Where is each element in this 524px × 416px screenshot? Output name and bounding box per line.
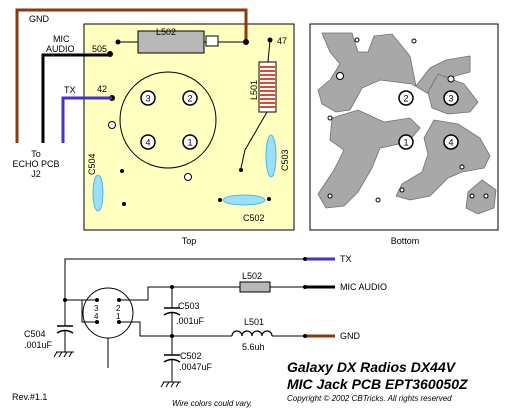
schematic-jack-pin-1: 1 bbox=[116, 312, 121, 321]
c502-value: .0047uF bbox=[179, 362, 213, 372]
pad-bottom bbox=[327, 193, 333, 199]
tx-wire-label: TX bbox=[64, 85, 76, 95]
revision-label: Rev.#1.1 bbox=[12, 392, 47, 402]
jack-pin-1-bottom: 1 bbox=[398, 134, 414, 150]
c503-value: .001uF bbox=[176, 316, 205, 326]
c503-label: C503 bbox=[178, 301, 200, 311]
l501-value: 5.6uh bbox=[242, 342, 265, 352]
jack-outline-top bbox=[119, 71, 217, 169]
svg-text:3: 3 bbox=[145, 94, 150, 104]
svg-text:2: 2 bbox=[403, 94, 408, 104]
c504-label: C504 bbox=[24, 329, 46, 339]
wire-color-note: Wire colors could vary. bbox=[172, 399, 252, 408]
copyright: Copyright © 2002 CBTricks. All rights re… bbox=[287, 394, 452, 403]
wires-to-pcb: GND MIC AUDIO TX To ECHO PCB J2 bbox=[12, 8, 249, 179]
svg-text:4: 4 bbox=[145, 138, 150, 148]
jack-pin-2-top: 2 bbox=[182, 90, 198, 106]
pad-bottom bbox=[411, 38, 417, 44]
mic-audio-label-2: AUDIO bbox=[46, 44, 75, 54]
c504-capacitor-top bbox=[92, 174, 104, 212]
pcb-bottom-view: 2 3 1 4 Bottom bbox=[309, 23, 499, 246]
via bbox=[218, 198, 222, 202]
to-label-3: J2 bbox=[31, 169, 41, 179]
pad-505-label: 505 bbox=[92, 44, 107, 54]
l501-inductor bbox=[231, 330, 273, 337]
c504-label-top: C504 bbox=[87, 153, 97, 175]
l501-coil-top bbox=[239, 39, 277, 172]
schematic-tx-line bbox=[64, 258, 305, 300]
svg-text:4: 4 bbox=[448, 138, 453, 148]
schematic-jack-pin-3: 3 bbox=[94, 304, 99, 313]
copper-traces bbox=[317, 32, 497, 215]
pcb-top-board bbox=[83, 23, 295, 231]
jack-pin-4-bottom: 4 bbox=[443, 134, 459, 150]
via bbox=[120, 169, 124, 173]
jack-pin-4-top: 4 bbox=[140, 134, 156, 150]
l502-inductor bbox=[239, 281, 271, 293]
diagram-title-line2: MIC Jack PCB EPT360050Z bbox=[287, 376, 468, 392]
c502-label-top: C502 bbox=[243, 213, 265, 223]
schematic-mic-audio-label: MIC AUDIO bbox=[340, 282, 387, 292]
mount-hole-bottom bbox=[447, 75, 455, 83]
diagram-title-line1: Galaxy DX Radios DX44V bbox=[287, 359, 457, 375]
pad-bottom bbox=[459, 164, 465, 170]
schematic-tx-label: TX bbox=[340, 254, 352, 264]
pad-bottom bbox=[327, 115, 333, 121]
l501-label: L501 bbox=[244, 317, 264, 327]
mic-audio-wire bbox=[41, 53, 110, 143]
pad-bottom bbox=[469, 193, 475, 199]
l502-inductor-top bbox=[115, 30, 245, 54]
l501-label-top: L501 bbox=[249, 80, 259, 100]
pad-bottom bbox=[399, 187, 405, 193]
pcb-top-caption: Top bbox=[182, 236, 197, 246]
pad-bottom bbox=[354, 37, 360, 43]
l502-label-top: L502 bbox=[156, 27, 176, 37]
gnd-wire-label: GND bbox=[29, 14, 50, 24]
c502-label: C502 bbox=[180, 351, 202, 361]
svg-text:3: 3 bbox=[448, 94, 453, 104]
c503-label-top: C503 bbox=[280, 149, 290, 171]
c503-capacitor-top bbox=[265, 134, 277, 178]
schematic: TX 3 2 4 1 C504 .001uF bbox=[24, 254, 387, 408]
jack-pin-1-top: 1 bbox=[182, 134, 198, 150]
schematic-jack bbox=[82, 287, 134, 339]
l502-label: L502 bbox=[242, 271, 262, 281]
jack-pin-3-top: 3 bbox=[140, 90, 156, 106]
svg-text:1: 1 bbox=[403, 138, 408, 148]
pad-42-label: 42 bbox=[97, 84, 107, 94]
mic-audio-label-1: MIC bbox=[53, 34, 70, 44]
svg-text:1: 1 bbox=[187, 138, 192, 148]
c504-value: .001uF bbox=[24, 340, 53, 350]
svg-text:2: 2 bbox=[187, 94, 192, 104]
pad-47-label: 47 bbox=[277, 36, 287, 46]
via bbox=[122, 202, 126, 206]
pcb-top-view: L502 47 505 42 3 2 4 1 bbox=[83, 23, 295, 246]
pad-bottom bbox=[483, 193, 489, 199]
c502-capacitor-top bbox=[222, 194, 266, 206]
mount-hole-bottom bbox=[336, 72, 344, 80]
jack-pin-2-bottom: 2 bbox=[398, 90, 414, 106]
gnd-wire-end bbox=[243, 39, 249, 45]
pcb-bottom-caption: Bottom bbox=[391, 236, 420, 246]
jack-pin-3-bottom: 3 bbox=[443, 90, 459, 106]
to-label-1: To bbox=[31, 149, 41, 159]
schematic-jack-pin-2: 2 bbox=[116, 304, 121, 313]
ground-symbol bbox=[53, 351, 74, 358]
schematic-gnd-label: GND bbox=[340, 331, 361, 341]
gnd-wire bbox=[15, 8, 248, 143]
via bbox=[267, 197, 271, 201]
mount-hole bbox=[108, 121, 116, 129]
to-label-2: ECHO PCB bbox=[12, 159, 59, 169]
tx-wire bbox=[61, 96, 112, 143]
mount-hole bbox=[184, 173, 192, 181]
schematic-node bbox=[303, 257, 307, 261]
ground-symbol bbox=[160, 381, 181, 388]
schematic-jack-pin-4: 4 bbox=[94, 312, 99, 321]
pad-bottom bbox=[375, 197, 381, 203]
